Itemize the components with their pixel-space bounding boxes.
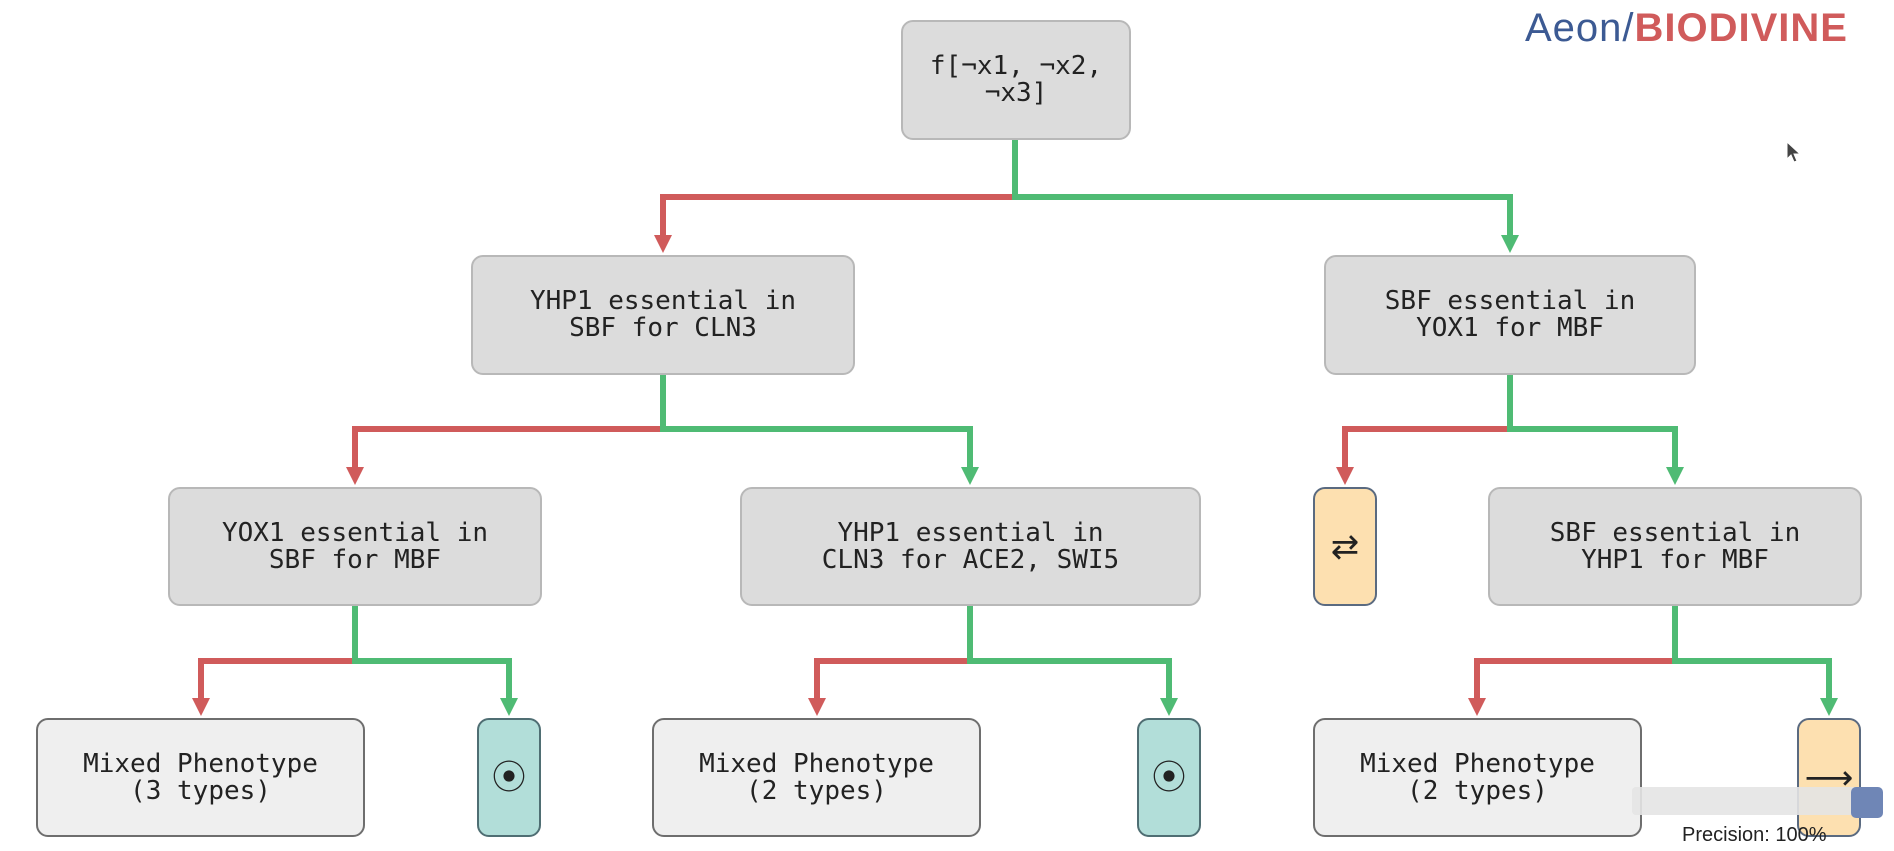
edge-sbf-yox1-negative xyxy=(1342,375,1513,471)
edge-yox1-sbf-negative-arrowhead xyxy=(192,698,210,716)
edge-yhp1-ace2-positive-arrowhead xyxy=(1160,698,1178,716)
edge-sbf-yhp1-positive-arrowhead xyxy=(1820,698,1838,716)
stable-leaf-middle[interactable]: ⦿ xyxy=(1137,718,1201,837)
mixed-phenotype-leaf-2-types-middle[interactable]: Mixed Phenotype (2 types) xyxy=(652,718,981,837)
root-node[interactable]: f[¬x1, ¬x2, ¬x3] xyxy=(901,20,1131,140)
decision-node-yhp1-cln3-ace2-swi5[interactable]: YHP1 essential in CLN3 for ACE2, SWI5 xyxy=(740,487,1201,606)
logo-separator: / xyxy=(1622,6,1635,50)
decision-node-sbf-yhp1-mbf[interactable]: SBF essential in YHP1 for MBF xyxy=(1488,487,1862,606)
decision-node-yhp1-sbf-cln3[interactable]: YHP1 essential in SBF for CLN3 xyxy=(471,255,855,375)
edge-sbf-yhp1-positive xyxy=(1672,606,1832,702)
mixed-phenotype-leaf-3-types[interactable]: Mixed Phenotype (3 types) xyxy=(36,718,365,837)
edge-root-negative xyxy=(660,140,1018,239)
edge-yhp1-ace2-negative xyxy=(814,606,973,702)
edge-root-negative-arrowhead xyxy=(654,235,672,253)
stable-leaf-left[interactable]: ⦿ xyxy=(477,718,541,837)
edge-yhp1-ace2-negative-arrowhead xyxy=(808,698,826,716)
stable-state-icon: ⦿ xyxy=(1152,757,1186,798)
edge-sbf-yox1-positive xyxy=(1507,375,1678,471)
edge-yhp1-cln3-negative xyxy=(352,375,666,471)
edge-yox1-sbf-positive-arrowhead xyxy=(500,698,518,716)
edge-yox1-sbf-negative xyxy=(198,606,358,702)
app-logo: Aeon/BIODIVINE xyxy=(1525,6,1848,51)
disorder-leaf[interactable]: ⟶ xyxy=(1797,718,1861,837)
edge-sbf-yhp1-negative-arrowhead xyxy=(1468,698,1486,716)
precision-slider-track[interactable] xyxy=(1632,787,1872,815)
oscillation-leaf[interactable]: ⇄ xyxy=(1313,487,1377,606)
decision-node-sbf-yox1-mbf[interactable]: SBF essential in YOX1 for MBF xyxy=(1324,255,1696,375)
edge-sbf-yhp1-negative xyxy=(1474,606,1678,702)
logo-aeon: Aeon xyxy=(1524,6,1623,50)
edge-yhp1-cln3-positive xyxy=(660,375,973,471)
edge-root-positive-arrowhead xyxy=(1501,235,1519,253)
edge-yox1-sbf-positive xyxy=(352,606,512,702)
edge-root-positive xyxy=(1012,140,1513,239)
mouse-cursor-icon xyxy=(1786,141,1802,163)
edge-yhp1-ace2-positive xyxy=(967,606,1172,702)
edge-sbf-yox1-negative-arrowhead xyxy=(1336,467,1354,485)
logo-biodivine: BIODIVINE xyxy=(1634,6,1848,50)
edge-sbf-yox1-positive-arrowhead xyxy=(1666,467,1684,485)
oscillation-icon: ⇄ xyxy=(1330,526,1360,567)
stable-state-icon: ⦿ xyxy=(492,757,526,798)
edge-yhp1-cln3-positive-arrowhead xyxy=(961,467,979,485)
edge-yhp1-cln3-negative-arrowhead xyxy=(346,467,364,485)
mixed-phenotype-leaf-2-types-right[interactable]: Mixed Phenotype (2 types) xyxy=(1313,718,1642,837)
precision-slider-thumb[interactable] xyxy=(1851,787,1883,818)
precision-label: Precision: 100% xyxy=(1682,824,1827,846)
decision-node-yox1-sbf-mbf[interactable]: YOX1 essential in SBF for MBF xyxy=(168,487,542,606)
